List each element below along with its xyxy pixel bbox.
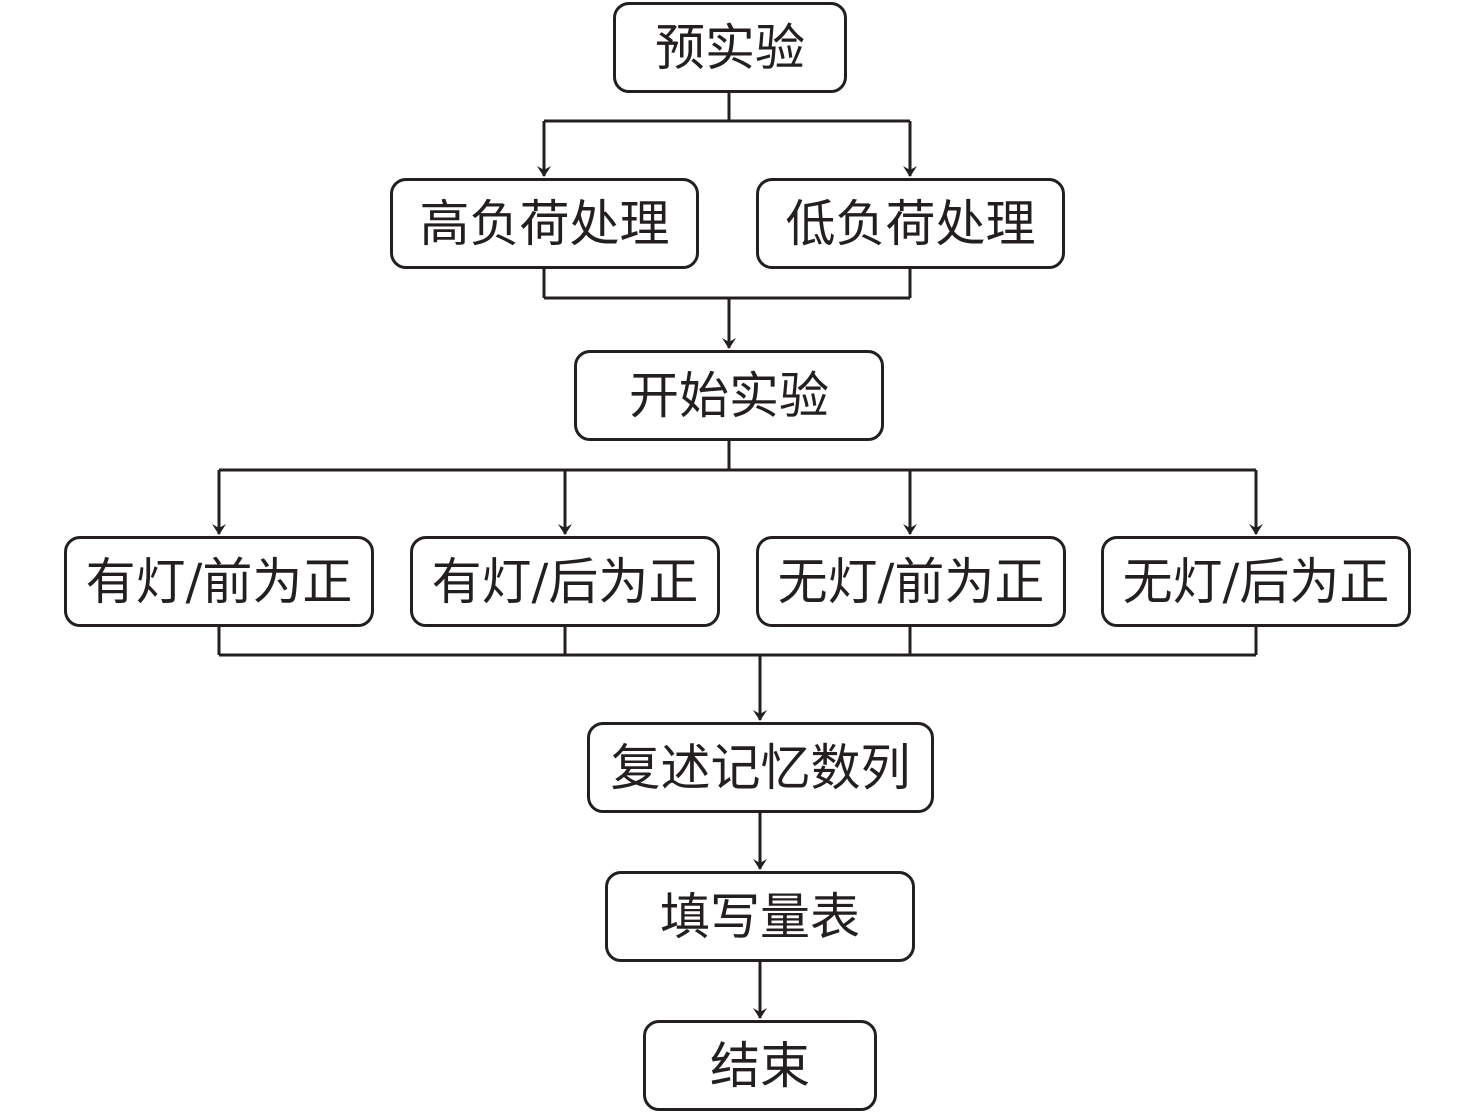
node-recall-digits: 复述记忆数列 (587, 722, 934, 813)
node-nolight-forward: 无灯/前为正 (756, 536, 1066, 627)
node-light-forward: 有灯/前为正 (64, 536, 374, 627)
node-low-load: 低负荷处理 (756, 178, 1065, 269)
node-nolight-backward: 无灯/后为正 (1101, 536, 1411, 627)
node-pre-experiment: 预实验 (613, 2, 847, 93)
node-fill-scale: 填写量表 (605, 871, 915, 962)
node-start-experiment: 开始实验 (574, 350, 884, 441)
node-high-load: 高负荷处理 (390, 178, 699, 269)
node-end: 结束 (643, 1020, 877, 1111)
node-light-backward: 有灯/后为正 (410, 536, 720, 627)
